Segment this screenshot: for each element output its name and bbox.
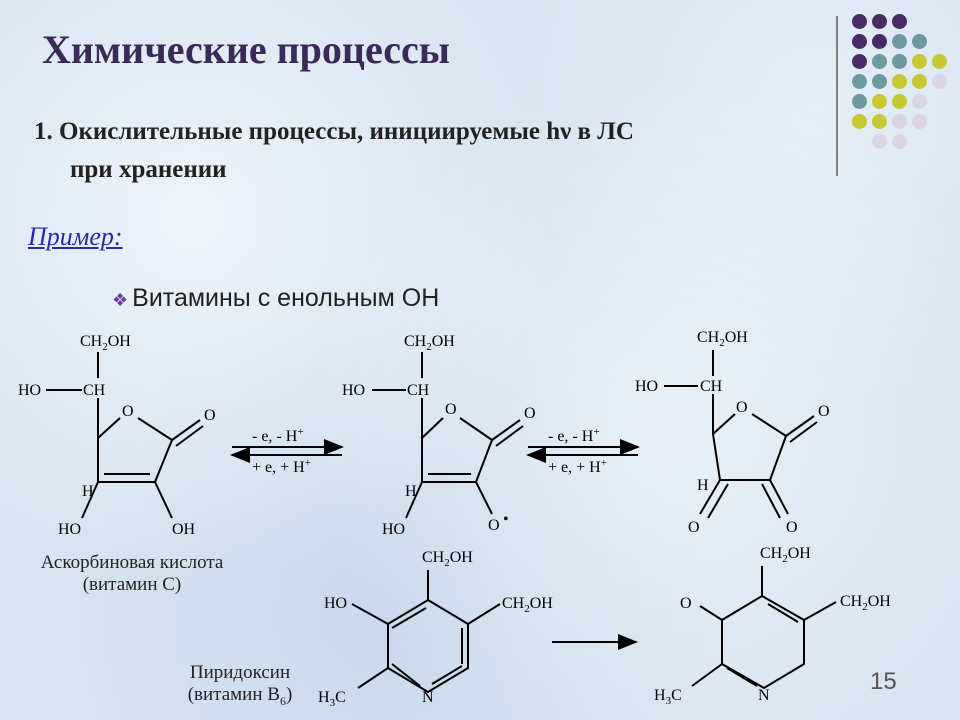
example-label: Пример: (28, 222, 123, 251)
svg-text:HO: HO (18, 382, 41, 399)
pyridoxine-structure: CH2OH HO CH2OH H3C N (318, 549, 553, 709)
svg-text:O: O (445, 401, 457, 418)
decor-dot (852, 14, 867, 29)
svg-text:H: H (405, 483, 417, 500)
decor-dot (932, 74, 947, 89)
decor-dot (872, 114, 887, 129)
ascorbic-acid-caption: Аскорбиновая кислота (витамин С) (12, 552, 252, 596)
pyridoxine-alt-name: (витамин В6) (187, 684, 293, 708)
decor-dot (892, 74, 907, 89)
svg-text:CH2OH: CH2OH (422, 549, 473, 569)
svg-text:O: O (688, 519, 700, 536)
svg-text:O: O (122, 403, 134, 420)
bullet-text: Витамины с енольным ОН (132, 284, 440, 312)
svg-text:+ e, + H+: + e, + H+ (252, 457, 311, 476)
dehydroascorbic-acid-structure: CH2OH HO CH O O H O O (635, 329, 830, 536)
ascorbic-acid-alt-name: (витамин С) (82, 574, 182, 595)
svg-text:CH2OH: CH2OH (697, 329, 748, 349)
decor-dot (892, 34, 907, 49)
decor-dot (892, 54, 907, 69)
decor-dot (872, 14, 887, 29)
svg-text:HO: HO (635, 378, 658, 395)
page-number: 15 (870, 668, 897, 695)
decor-dot (872, 74, 887, 89)
svg-text:CH2OH: CH2OH (840, 593, 891, 613)
svg-text:- e, - H+: - e, - H+ (548, 426, 600, 445)
svg-text:CH2OH: CH2OH (404, 333, 455, 353)
svg-text:CH: CH (83, 382, 106, 399)
decor-dot (912, 94, 927, 109)
pyridoxine-oxidation-product-structure: CH2OH O CH2OH H3C N (654, 545, 891, 707)
ascorbic-acid-name: Аскорбиновая кислота (40, 552, 224, 573)
svg-text:O: O (786, 519, 798, 536)
divider-line (836, 16, 838, 176)
pyridoxine-caption: Пиридоксин (витамин В6) (160, 662, 320, 709)
slide-title: Химические процессы (42, 27, 450, 72)
decor-dot (852, 74, 867, 89)
svg-text:H: H (697, 477, 709, 494)
diamond-bullet-icon: ❖ (112, 290, 129, 310)
svg-text:+ e, + H+: + e, + H+ (548, 457, 607, 476)
decor-dot (892, 134, 907, 149)
svg-text:O: O (524, 405, 536, 422)
svg-text:•: • (503, 511, 509, 528)
svg-text:O: O (488, 517, 500, 534)
ascorbyl-radical-structure: CH2OH HO CH O O H HO O • (342, 333, 536, 538)
svg-text:HO: HO (382, 521, 405, 538)
decor-dot (852, 94, 867, 109)
svg-text:N: N (758, 687, 770, 704)
svg-text:HO: HO (324, 595, 347, 612)
svg-text:O: O (818, 403, 830, 420)
equilibrium-labels: - e, - H+ + e, + H+ - e, - H+ + e, + H+ (252, 426, 607, 476)
svg-text:OH: OH (172, 521, 196, 538)
decor-dot (892, 14, 907, 29)
decor-dot (892, 114, 907, 129)
svg-text:CH: CH (407, 382, 430, 399)
decor-dot (852, 54, 867, 69)
decor-dot (852, 34, 867, 49)
decor-dot (872, 34, 887, 49)
svg-text:N: N (422, 689, 434, 706)
decor-dot (912, 74, 927, 89)
decor-dot (912, 34, 927, 49)
decor-dot (872, 134, 887, 149)
svg-text:O: O (736, 399, 748, 416)
svg-text:HO: HO (58, 521, 81, 538)
svg-text:O: O (204, 407, 216, 424)
svg-text:HO: HO (342, 382, 365, 399)
bullet-item: ❖Витамины с енольным ОН (112, 284, 439, 313)
decor-dot (852, 114, 867, 129)
ascorbic-acid-structure: CH2OH HO CH O O H HO OH (18, 333, 216, 538)
svg-text:CH2OH: CH2OH (502, 595, 553, 615)
svg-text:H3C: H3C (654, 687, 682, 707)
svg-text:H3C: H3C (318, 689, 346, 709)
decor-dot (872, 94, 887, 109)
svg-text:- e, - H+: - e, - H+ (252, 426, 304, 445)
svg-text:CH2OH: CH2OH (760, 545, 811, 565)
svg-text:H: H (82, 483, 94, 500)
svg-text:CH: CH (700, 378, 723, 395)
decor-dot (872, 54, 887, 69)
heading-line-2: при хранении (70, 156, 227, 183)
svg-text:CH2OH: CH2OH (80, 333, 131, 353)
pyridoxine-name: Пиридоксин (189, 662, 291, 683)
decor-dot (892, 94, 907, 109)
svg-text:O: O (680, 595, 692, 612)
decor-dot (912, 114, 927, 129)
heading-line-1: 1. Окислительные процессы, инициируемые … (34, 118, 634, 145)
decor-dot (912, 54, 927, 69)
decor-dot (932, 54, 947, 69)
